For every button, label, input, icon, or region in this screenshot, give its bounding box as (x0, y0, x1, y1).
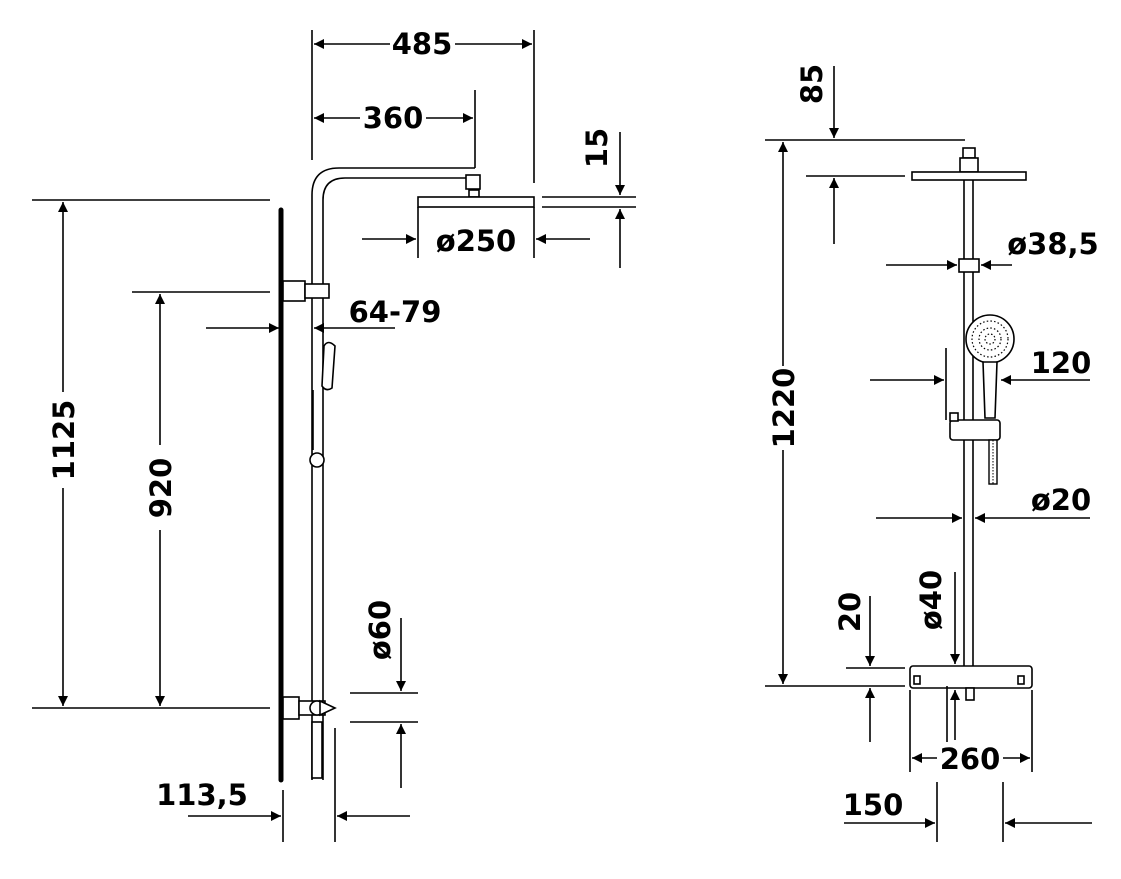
dim-head-diameter: ø250 (436, 224, 516, 258)
dim-valve-width: 260 (940, 742, 1001, 776)
dim-head-thickness: 15 (580, 128, 614, 168)
riser-pipe (311, 167, 475, 780)
dim-bar-diameter: ø38,5 (1007, 227, 1098, 261)
front-view: 85 1220 ø38,5 120 ø20 ø40 20 2 (765, 64, 1099, 842)
hand-shower-side (309, 341, 336, 468)
dim-bracket-offset: 64-79 (349, 295, 442, 329)
dim-total-height: 1125 (47, 400, 81, 481)
dim-bar-height: 920 (144, 458, 178, 519)
side-view: 485 360 15 ø250 1125 920 64-79 (32, 27, 636, 842)
front-shower-head (911, 147, 1027, 181)
dim-arm-reach: 360 (363, 101, 424, 135)
dim-valve-diameter: ø40 (914, 570, 948, 630)
dim-arm-total: 485 (392, 27, 453, 61)
dim-hand-shower: 120 (1031, 346, 1092, 380)
dim-hose-diameter: ø20 (1031, 483, 1091, 517)
rain-shower-head (417, 174, 535, 208)
dim-valve-offset: 20 (833, 592, 867, 632)
dim-wall-offset: 113,5 (156, 778, 248, 812)
thermostatic-valve (282, 696, 337, 779)
front-thermostat (909, 665, 1033, 701)
dim-arm-offset: 85 (795, 64, 829, 104)
dim-connection-spacing: 150 (843, 788, 904, 822)
dim-valve-height: ø60 (363, 600, 397, 660)
hand-shower-front (949, 314, 1015, 485)
dim-front-total-height: 1220 (767, 368, 801, 449)
front-bar-ring (958, 258, 980, 273)
wall-bracket (282, 280, 330, 302)
